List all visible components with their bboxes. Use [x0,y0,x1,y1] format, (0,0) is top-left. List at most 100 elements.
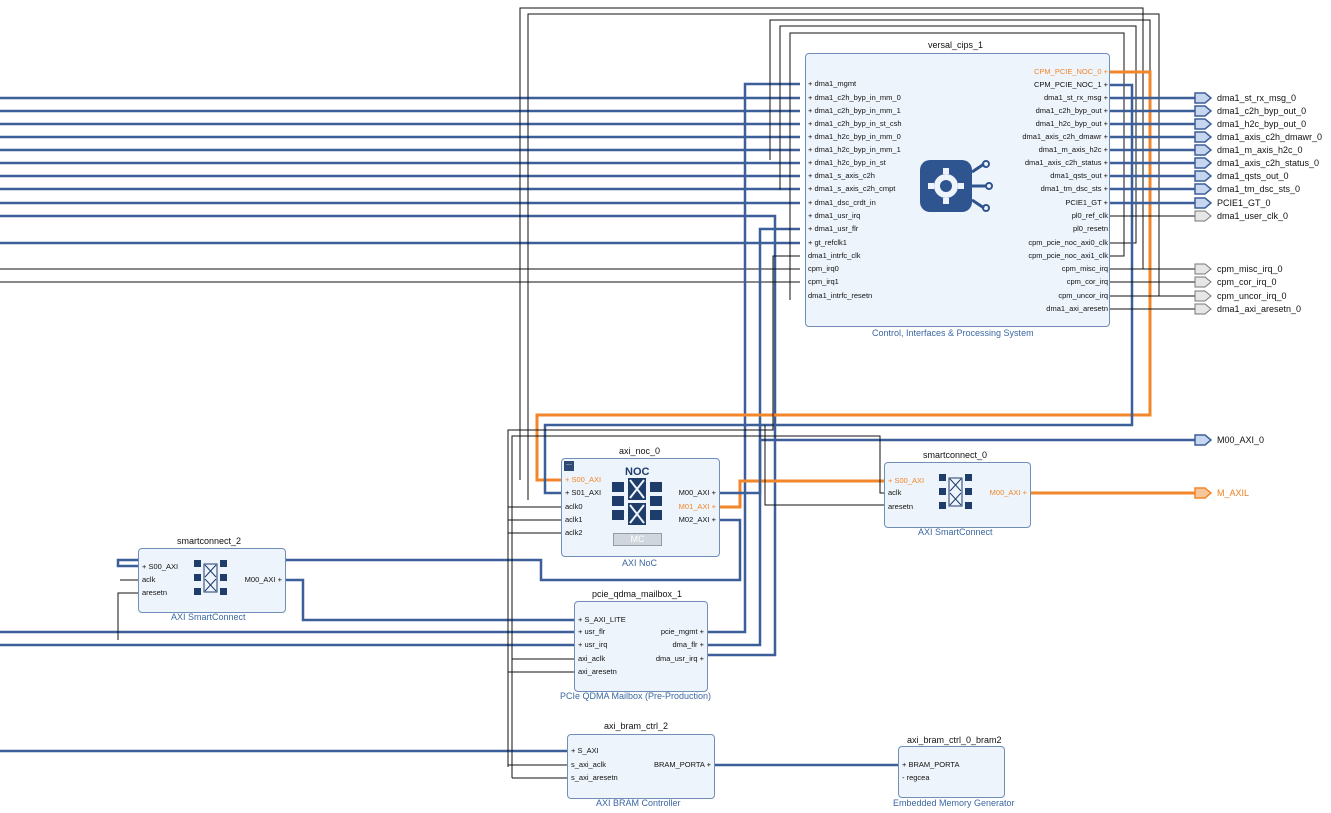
sc0-pin-aclk[interactable]: aclk [888,488,902,497]
mailbox-pin-dma_usr_irq[interactable]: dma_usr_irq + [655,654,704,663]
external-port-dma1_h2c_byp_out_0[interactable]: dma1_h2c_byp_out_0 [1217,119,1307,129]
block-bram-ctrl[interactable] [567,734,715,799]
cips-pin-dma1_s_axis_c2h_cmpt[interactable]: + dma1_s_axis_c2h_cmpt [808,184,896,193]
external-port-dma1_axi_aresetn_0[interactable]: dma1_axi_aresetn_0 [1217,304,1302,314]
external-port-cpm_misc_irq_0[interactable]: cpm_misc_irq_0 [1217,264,1283,274]
cips-pin-CPM_PCIE_NOC_0[interactable]: CPM_PCIE_NOC_0 + [1034,67,1108,76]
bus-wire[interactable] [543,83,1134,495]
noc-pin-aclk1[interactable]: aclk1 [565,515,583,524]
mailbox-pin-S_AXI_LITE[interactable]: + S_AXI_LITE [578,615,626,624]
cips-pin-gt_refclk1[interactable]: + gt_refclk1 [808,238,847,247]
sc0-pin-S00_AXI[interactable]: + S00_AXI [888,476,925,485]
external-port-cpm_uncor_irq_0[interactable]: cpm_uncor_irq_0 [1217,291,1287,301]
cips-pin-dma1_h2c_byp_in_mm_0[interactable]: + dma1_h2c_byp_in_mm_0 [808,132,901,141]
external-port-dma1_c2h_byp_out_0[interactable]: dma1_c2h_byp_out_0 [1217,106,1307,116]
external-port-dma1_m_axis_h2c_0[interactable]: dma1_m_axis_h2c_0 [1217,145,1303,155]
mailbox-pin-axi_aresetn[interactable]: axi_aresetn [578,667,617,676]
external-port-dma1_tm_dsc_sts_0[interactable]: dma1_tm_dsc_sts_0 [1217,184,1301,194]
cips-pin-cpm_uncor_irq[interactable]: cpm_uncor_irq [1058,291,1108,300]
bus-wire[interactable] [706,82,800,634]
noc-pin-aclk2[interactable]: aclk2 [565,528,583,537]
external-port-dma1_axis_c2h_dmawr_0[interactable]: dma1_axis_c2h_dmawr_0 [1217,132,1323,142]
port-arrow-icon[interactable] [1194,487,1213,499]
cips-pin-dma1_h2c_byp_in_st[interactable]: + dma1_h2c_byp_in_st [808,158,886,167]
noc-pin-S00_AXI[interactable]: + S00_AXI [565,475,602,484]
sc2-pin-S00_AXI[interactable]: + S00_AXI [142,562,179,571]
block-menu-icon[interactable]: ... [564,460,574,471]
mailbox-pin-usr_flr[interactable]: + usr_flr [578,627,606,636]
sc2-pin-M00_AXI[interactable]: M00_AXI + [244,575,282,584]
cips-pin-cpm_cor_irq[interactable]: cpm_cor_irq [1066,277,1108,286]
cips-pin-cpm_pcie_noc_axi0_clk[interactable]: cpm_pcie_noc_axi0_clk [1028,238,1108,247]
port-arrow-icon[interactable] [1194,290,1212,302]
cips-pin-pl0_resetn[interactable]: pl0_resetn [1072,224,1108,233]
bus-wire[interactable] [706,227,800,647]
cips-pin-dma1_qsts_out[interactable]: dma1_qsts_out + [1050,171,1108,180]
sc2-pin-aclk[interactable]: aclk [142,575,156,584]
port-arrow-icon[interactable] [1194,157,1213,169]
net-wire[interactable] [511,435,884,778]
bus-wire[interactable] [116,518,742,582]
highlight-wire[interactable] [535,70,1152,482]
port-arrow-icon[interactable] [1194,105,1213,117]
port-arrow-icon[interactable] [1194,210,1212,222]
cips-pin-dma1_m_axis_h2c[interactable]: dma1_m_axis_h2c + [1038,145,1108,154]
bramctrl-pin-s_axi_aresetn[interactable]: s_axi_aresetn [571,773,618,782]
cips-pin-CPM_PCIE_NOC_1[interactable]: CPM_PCIE_NOC_1 + [1034,80,1108,89]
bramctrl-pin-S_AXI[interactable]: + S_AXI [571,746,599,755]
external-port-dma1_user_clk_0[interactable]: dma1_user_clk_0 [1217,211,1289,221]
cips-pin-dma1_c2h_byp_in_st_csh[interactable]: + dma1_c2h_byp_in_st_csh [808,119,902,128]
port-arrow-icon[interactable] [1194,170,1213,182]
cips-pin-dma1_intrfc_resetn[interactable]: dma1_intrfc_resetn [808,291,873,300]
cips-pin-dma1_st_rx_msg[interactable]: dma1_st_rx_msg + [1044,93,1108,102]
block-bram[interactable] [898,746,1005,798]
cips-pin-dma1_c2h_byp_in_mm_1[interactable]: + dma1_c2h_byp_in_mm_1 [808,106,901,115]
noc-pin-S01_AXI[interactable]: + S01_AXI [565,488,602,497]
port-arrow-icon[interactable] [1194,144,1213,156]
noc-pin-aclk0[interactable]: aclk0 [565,502,583,511]
block-smartconnect-2[interactable] [138,548,286,613]
cips-pin-cpm_irq0[interactable]: cpm_irq0 [808,264,839,273]
bus-wire[interactable] [284,578,574,622]
external-port-M00_AXI_0[interactable]: M00_AXI_0 [1217,435,1265,445]
cips-pin-dma1_c2h_byp_in_mm_0[interactable]: + dma1_c2h_byp_in_mm_0 [808,93,901,102]
mailbox-pin-pcie_mgmt[interactable]: pcie_mgmt + [660,627,704,636]
mailbox-pin-dma_flr[interactable]: dma_flr + [672,640,704,649]
bramctrl-pin-BRAM_PORTA[interactable]: BRAM_PORTA + [653,760,711,769]
mailbox-pin-usr_irq[interactable]: + usr_irq [578,640,608,649]
net-wire[interactable] [764,425,884,506]
cips-pin-dma1_tm_dsc_sts[interactable]: dma1_tm_dsc_sts + [1040,184,1108,193]
cips-pin-dma1_c2h_byp_out[interactable]: dma1_c2h_byp_out + [1035,106,1108,115]
net-wire[interactable] [117,592,138,640]
cips-pin-cpm_irq1[interactable]: cpm_irq1 [808,277,839,286]
port-arrow-icon[interactable] [1194,276,1212,288]
cips-pin-dma1_mgmt[interactable]: + dma1_mgmt [808,79,857,88]
port-arrow-icon[interactable] [1194,92,1213,104]
block-smartconnect-0[interactable] [884,462,1031,528]
port-arrow-icon[interactable] [1194,131,1213,143]
cips-pin-dma1_dsc_crdt_in[interactable]: + dma1_dsc_crdt_in [808,198,876,207]
external-port-dma1_st_rx_msg_0[interactable]: dma1_st_rx_msg_0 [1217,93,1297,103]
noc-pin-M02_AXI[interactable]: M02_AXI + [678,515,716,524]
cips-pin-dma1_h2c_byp_out[interactable]: dma1_h2c_byp_out + [1035,119,1108,128]
port-arrow-icon[interactable] [1194,434,1213,446]
block-mailbox[interactable] [574,601,708,692]
cips-pin-dma1_usr_irq[interactable]: + dma1_usr_irq [808,211,861,220]
external-port-dma1_qsts_out_0[interactable]: dma1_qsts_out_0 [1217,171,1289,181]
sc0-pin-M00_AXI[interactable]: M00_AXI + [989,488,1027,497]
mailbox-pin-axi_aclk[interactable]: axi_aclk [578,654,606,663]
cips-pin-cpm_misc_irq[interactable]: cpm_misc_irq [1061,264,1108,273]
external-port-M_AXIL[interactable]: M_AXIL [1217,488,1250,498]
net-wire[interactable] [507,255,800,767]
external-port-cpm_cor_irq_0[interactable]: cpm_cor_irq_0 [1217,277,1277,287]
external-port-PCIE1_GT_0[interactable]: PCIE1_GT_0 [1217,198,1271,208]
port-arrow-icon[interactable] [1194,263,1212,275]
sc2-pin-aresetn[interactable]: aresetn [142,588,168,597]
cips-pin-dma1_intrfc_clk[interactable]: dma1_intrfc_clk [808,251,861,260]
port-arrow-icon[interactable] [1194,303,1212,315]
noc-pin-M00_AXI[interactable]: M00_AXI + [678,488,716,497]
cips-pin-dma1_axi_aresetn[interactable]: dma1_axi_aresetn [1046,304,1108,313]
cips-pin-dma1_usr_flr[interactable]: + dma1_usr_flr [808,224,859,233]
cips-pin-pl0_ref_clk[interactable]: pl0_ref_clk [1071,211,1108,220]
noc-pin-M01_AXI[interactable]: M01_AXI + [678,502,716,511]
